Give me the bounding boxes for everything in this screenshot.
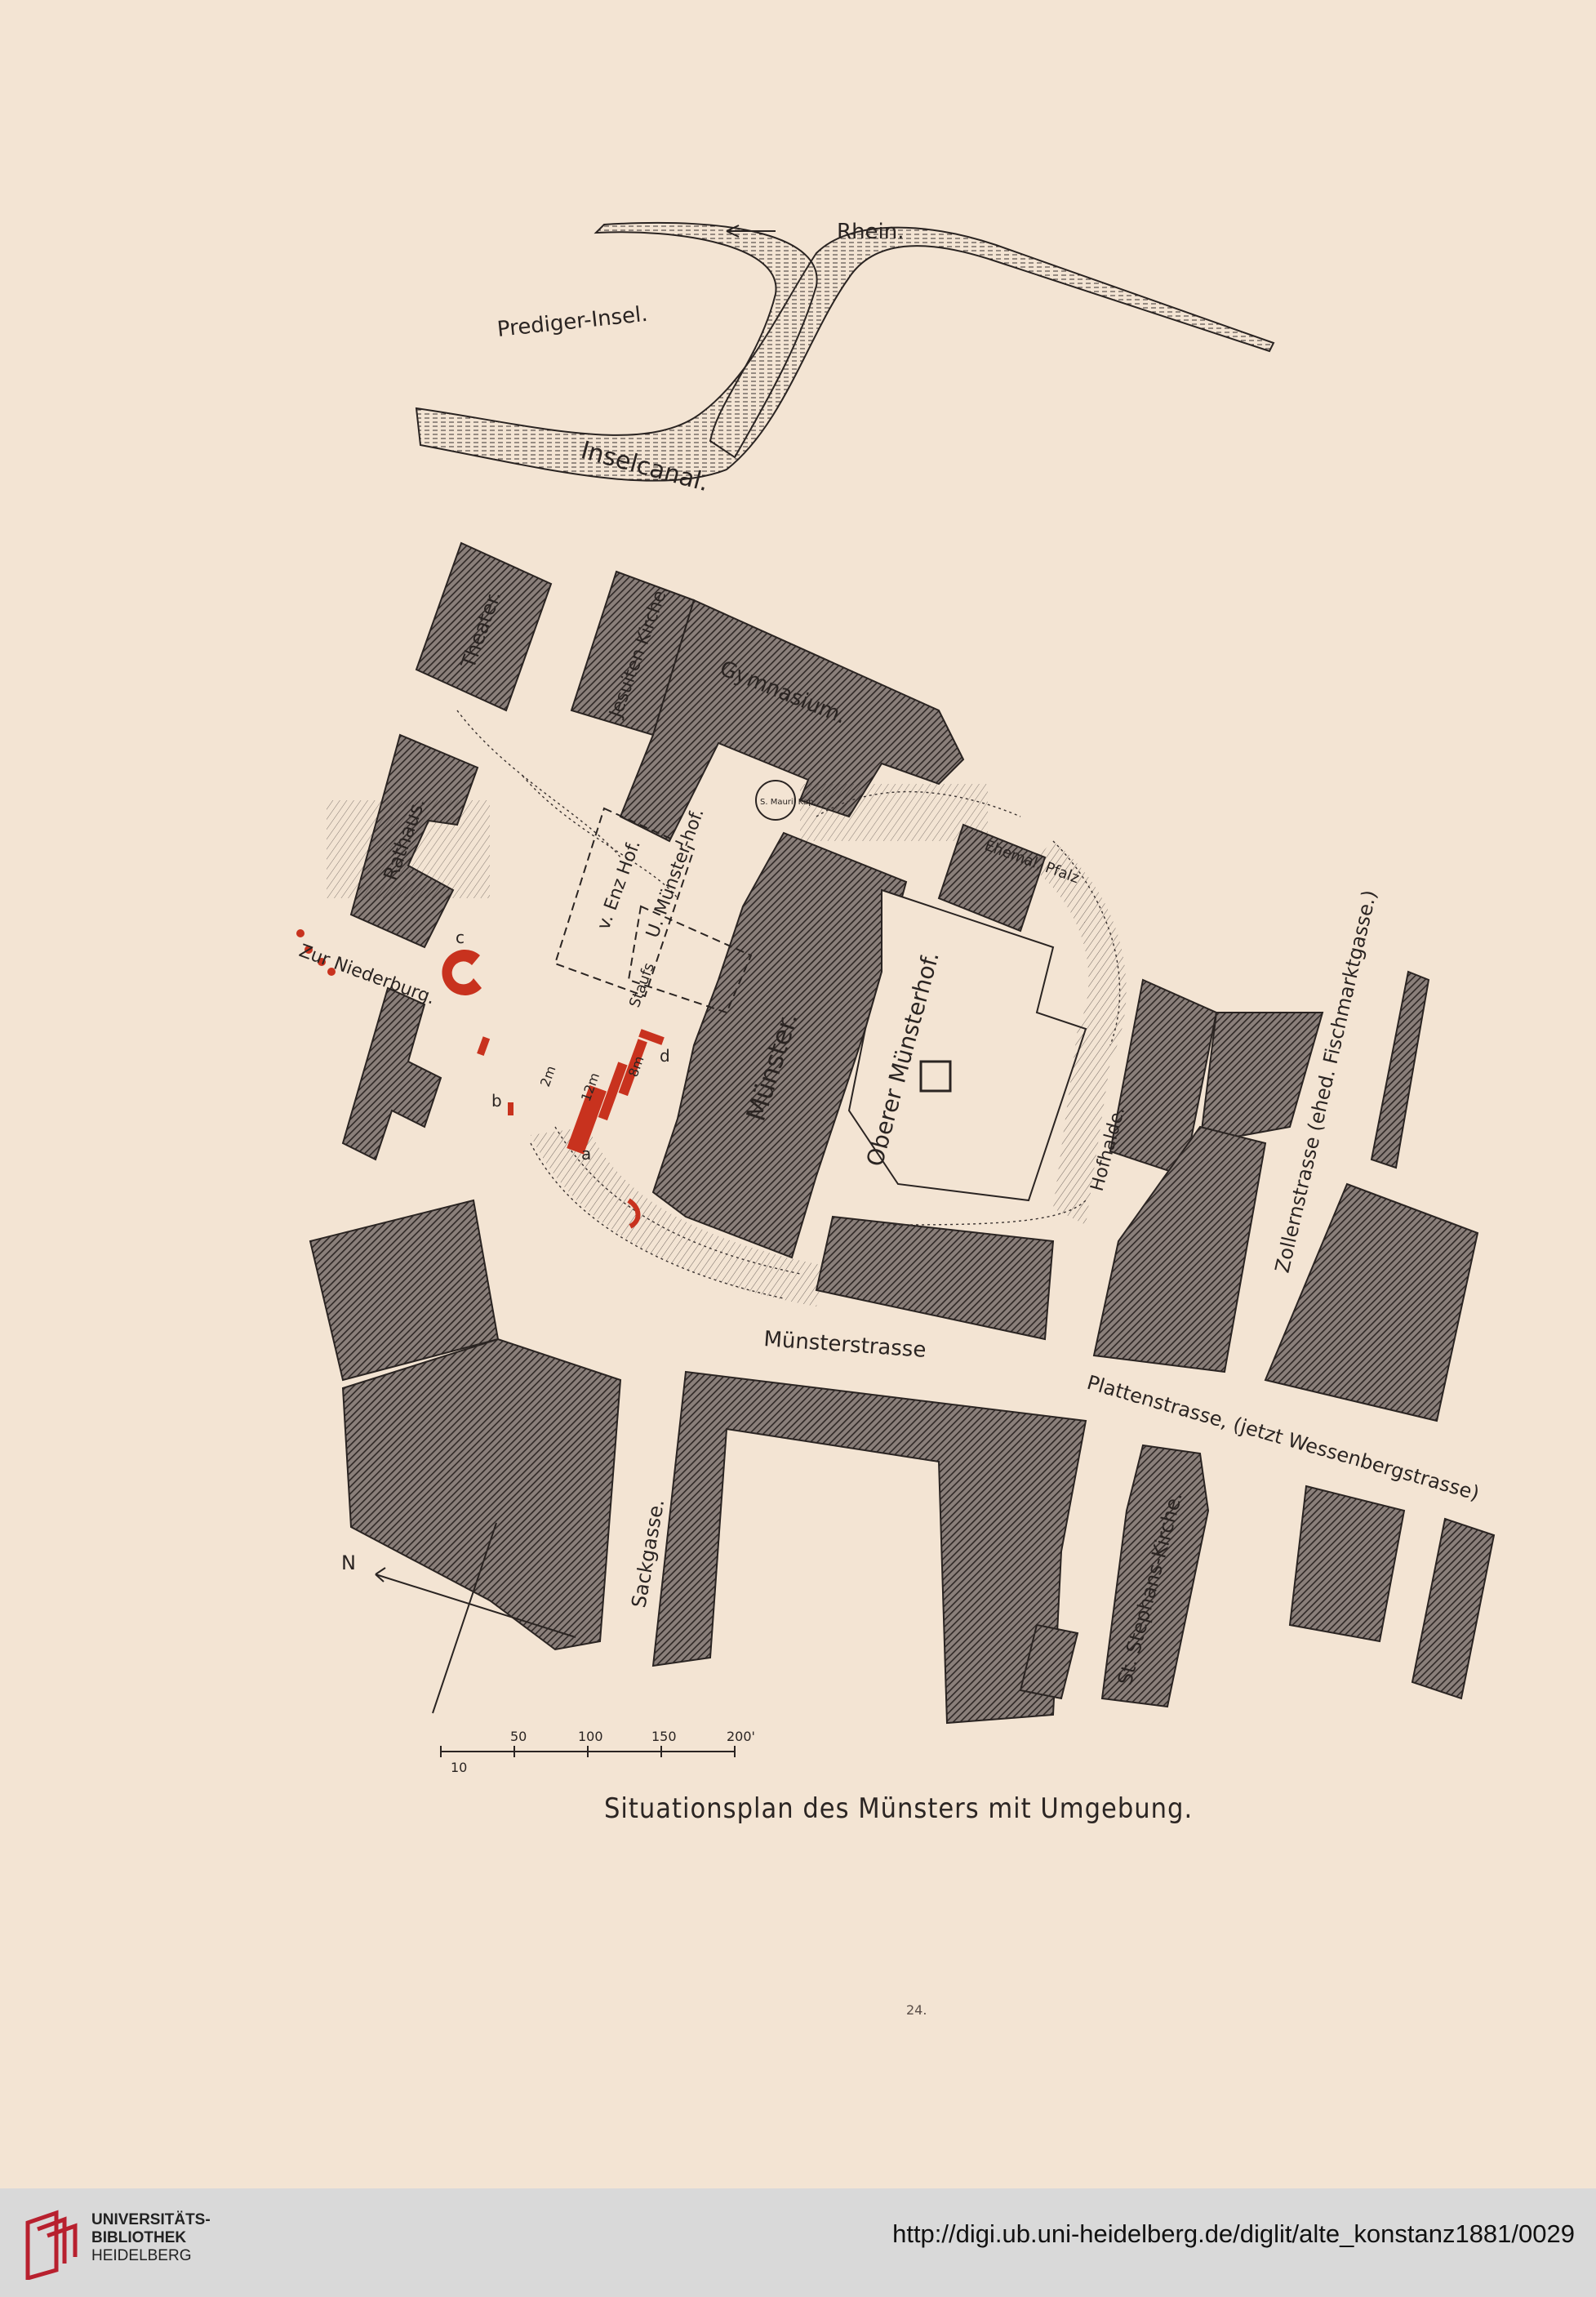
building-near-niederburg xyxy=(341,986,442,1161)
library-logo-icon xyxy=(25,2210,78,2280)
scale-label-150: 150 xyxy=(651,1729,677,1744)
building-far-east-2 xyxy=(1411,1517,1496,1700)
building-small-south xyxy=(1019,1623,1079,1700)
label-zur-niederburg: Zur Niederburg. xyxy=(296,941,438,1008)
scale-bar xyxy=(440,1746,736,1757)
map-caption: Situationsplan des Münsters mit Umgebung… xyxy=(604,1792,1194,1825)
building-southwest xyxy=(341,1338,622,1651)
library-name: UNIVERSITÄTS- BIBLIOTHEK HEIDELBERG xyxy=(91,2211,211,2265)
marker-letters: a b c d 2m 12m 8m xyxy=(456,928,670,1164)
scale-label-200: 200' xyxy=(727,1729,755,1744)
marker-d: d xyxy=(660,1046,670,1066)
court-outlines xyxy=(553,807,753,1014)
marker-2m: 2m xyxy=(537,1064,559,1089)
building-theater xyxy=(415,541,553,712)
mauritius-chapel xyxy=(755,780,796,821)
river-rhein xyxy=(415,221,1275,482)
marker-a: a xyxy=(581,1144,591,1164)
label-prediger-insel: Prediger-Insel. xyxy=(496,302,649,342)
hachure-area-east xyxy=(1029,841,1127,1225)
label-staufs: Staufs xyxy=(626,960,658,1009)
building-st-stephans xyxy=(1100,1444,1210,1708)
building-zollern-block xyxy=(1370,970,1430,1169)
building-large-east xyxy=(1264,1182,1479,1422)
building-south-central xyxy=(651,1370,1087,1725)
hachure-area-west xyxy=(327,800,490,898)
hachure-area-southwest xyxy=(531,1127,825,1307)
scale-labels: 10 50 100 150 200' xyxy=(451,1729,755,1775)
building-oberer-muensterhof xyxy=(847,888,1087,1202)
building-ehemal-pfalz xyxy=(937,823,1047,933)
site-plan-map: Rhein. Prediger-Insel. Inselcanal. Theat… xyxy=(296,220,1496,1775)
digitization-footer: UNIVERSITÄTS- BIBLIOTHEK HEIDELBERG http… xyxy=(0,2188,1596,2297)
library-name-line-2: BIBLIOTHEK xyxy=(91,2229,187,2246)
buildings xyxy=(309,541,1496,1725)
building-east-block-2 xyxy=(1198,1012,1324,1145)
scale-label-50: 50 xyxy=(510,1729,527,1744)
library-name-line-1: UNIVERSITÄTS- xyxy=(91,2211,211,2228)
muensterhof-well xyxy=(919,1060,952,1093)
scale-label-100: 100 xyxy=(578,1729,603,1744)
building-far-east-1 xyxy=(1288,1485,1406,1643)
label-mauritius-kap: S. Mauril Kap. xyxy=(760,798,816,807)
north-arrow xyxy=(375,1522,576,1714)
marker-8m: 8m xyxy=(625,1054,647,1080)
label-rhein: Rhein. xyxy=(837,220,905,244)
marker-c: c xyxy=(456,928,465,947)
building-hofhalde-block xyxy=(1092,1125,1267,1373)
hachure-area-north xyxy=(800,784,988,841)
label-north: N xyxy=(341,1551,356,1574)
marker-b: b xyxy=(491,1091,502,1111)
label-v-enz-hof: v. Enz Hof. xyxy=(593,838,645,933)
library-name-line-3: HEIDELBERG xyxy=(91,2247,192,2264)
scale-label-10: 10 xyxy=(451,1760,467,1775)
building-south-muensterhof xyxy=(815,1215,1055,1341)
source-url-link[interactable]: http://digi.ub.uni-heidelberg.de/diglit/… xyxy=(892,2219,1575,2248)
label-muensterstrasse: Münsterstrasse xyxy=(763,1327,927,1363)
excavation-marks xyxy=(296,929,665,1229)
page-number: 24. xyxy=(906,2002,927,2018)
